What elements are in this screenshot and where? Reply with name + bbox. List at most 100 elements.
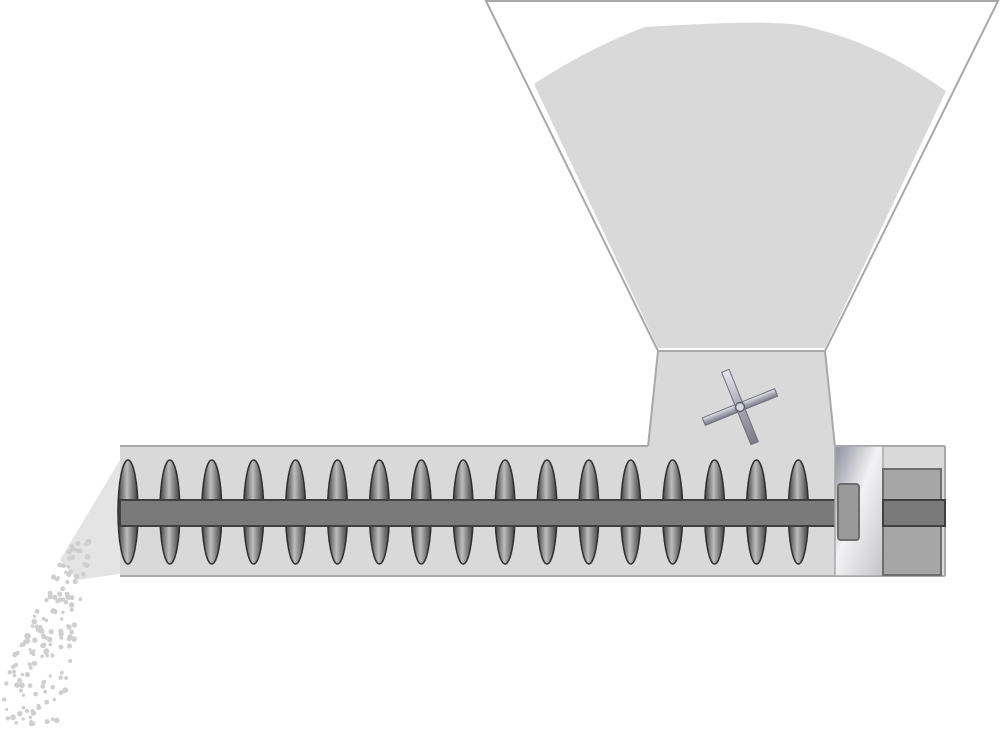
- powder-particle: [60, 597, 66, 602]
- powder-particle: [68, 569, 74, 574]
- powder-particle: [47, 590, 53, 596]
- powder-particle: [32, 637, 38, 643]
- powder-particle: [21, 717, 25, 721]
- powder-particle: [12, 669, 16, 674]
- powder-particle: [67, 643, 72, 649]
- powder-particle: [4, 681, 9, 686]
- powder-particle: [24, 672, 30, 678]
- powder-particle: [50, 717, 55, 721]
- powder-particle: [58, 631, 64, 637]
- powder-particle: [17, 710, 23, 717]
- powder-particle: [41, 617, 46, 621]
- powder-particle: [50, 653, 55, 658]
- powder-particle: [60, 670, 64, 675]
- powder-particle: [67, 556, 72, 561]
- powder-particle: [71, 636, 77, 642]
- powder-particle: [48, 642, 53, 647]
- powder-particle: [27, 662, 32, 667]
- powder-particle: [2, 697, 7, 702]
- powder-particle: [31, 660, 38, 667]
- powder-particle: [21, 705, 26, 710]
- powder-particle: [18, 688, 23, 693]
- powder-particle: [40, 684, 46, 689]
- powder-particle: [57, 591, 63, 597]
- powder-particle: [48, 629, 54, 635]
- auger-shaft: [119, 499, 946, 527]
- powder-particle: [20, 672, 25, 677]
- powder-particle: [78, 597, 83, 602]
- powder-particle: [47, 594, 53, 600]
- powder-particle: [40, 654, 44, 659]
- powder-particle: [65, 580, 70, 584]
- powder-discharge: [2, 538, 92, 727]
- powder-particle: [29, 650, 34, 655]
- powder-particle: [60, 617, 64, 621]
- powder-particle: [75, 541, 81, 546]
- powder-particle: [12, 651, 18, 658]
- powder-particle: [40, 643, 44, 648]
- powder-particle: [33, 691, 39, 697]
- powder-particle: [68, 659, 73, 663]
- powder-particle: [52, 697, 57, 702]
- powder-particle: [77, 548, 83, 554]
- powder-particle: [21, 693, 26, 697]
- powder-particle: [85, 538, 92, 545]
- powder-particle: [61, 563, 66, 569]
- powder-particle: [84, 562, 90, 569]
- powder-particle: [28, 715, 33, 720]
- powder-particle: [71, 622, 78, 628]
- powder-particle: [66, 549, 72, 555]
- powder-particle: [51, 574, 57, 580]
- powder-particle: [44, 699, 50, 705]
- powder-particle: [43, 689, 48, 694]
- powder-particle: [41, 635, 45, 639]
- hopper: [484, 0, 1000, 448]
- powder-particle: [27, 683, 33, 688]
- powder-particle: [29, 719, 34, 724]
- powder-particle: [64, 570, 68, 574]
- powder-particle: [64, 591, 70, 597]
- powder-particle: [69, 607, 74, 612]
- powder-particle: [31, 618, 38, 625]
- powder-particle: [73, 573, 80, 580]
- powder-particle: [44, 618, 49, 623]
- powder-particle: [54, 577, 60, 582]
- powder-particle: [14, 682, 20, 688]
- powder-particle: [62, 687, 69, 694]
- powder-particle: [12, 673, 17, 678]
- powder-particle: [64, 676, 69, 680]
- discharge-stream: [60, 460, 120, 580]
- powder-particle: [69, 629, 74, 635]
- powder-particle: [5, 707, 9, 712]
- powder-particle: [55, 598, 60, 604]
- powder-particle: [30, 710, 37, 716]
- powder-particle: [63, 599, 69, 605]
- powder-particle: [43, 642, 47, 646]
- powder-particle: [50, 608, 57, 614]
- powder-particle: [53, 717, 60, 724]
- hopper-material: [534, 22, 946, 348]
- powder-particle: [69, 595, 75, 600]
- powder-particle: [58, 690, 64, 696]
- powder-particle: [50, 684, 55, 690]
- powder-particle: [84, 553, 91, 560]
- powder-particle: [24, 708, 30, 714]
- powder-particle: [59, 635, 64, 640]
- powder-particle: [44, 719, 50, 725]
- powder-particle: [28, 648, 32, 652]
- powder-particle: [38, 624, 43, 629]
- powder-particle: [46, 636, 53, 643]
- powder-particle: [17, 677, 22, 683]
- powder-particle: [44, 598, 49, 603]
- powder-particle: [34, 609, 40, 614]
- powder-particle: [45, 653, 49, 658]
- powder-particle: [5, 716, 11, 721]
- drive-assembly: [834, 445, 946, 577]
- agitator-hub: [734, 401, 746, 413]
- powder-particle: [41, 680, 46, 685]
- powder-particle: [10, 714, 16, 721]
- powder-particle: [61, 610, 65, 615]
- powder-particle: [58, 675, 63, 680]
